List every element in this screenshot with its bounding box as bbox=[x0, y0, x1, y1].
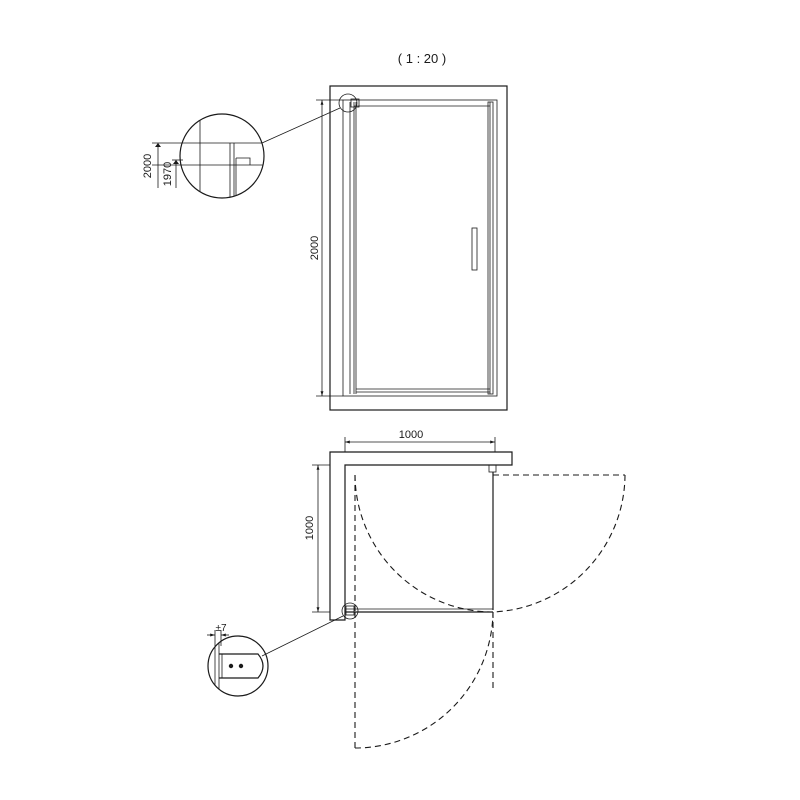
plan-view: 1000 1000 bbox=[261, 429, 626, 749]
hinge-detail: ±7 bbox=[207, 623, 269, 697]
elevation-outer-frame bbox=[329, 85, 508, 411]
top-detail: 2000 1970 bbox=[142, 113, 265, 199]
elevation-inner-frame bbox=[342, 99, 498, 397]
height-dimension-label: 2000 bbox=[309, 236, 321, 260]
hinge-screw-2 bbox=[238, 663, 244, 669]
detail-callout-circle bbox=[338, 93, 358, 113]
scale-label: ( 1 : 20 ) bbox=[398, 51, 446, 66]
depth-dimension-label: 1000 bbox=[304, 516, 316, 540]
front-elevation: 2000 bbox=[261, 85, 508, 411]
wall-profile-top bbox=[488, 464, 497, 473]
inner-height-label: 1970 bbox=[162, 162, 174, 186]
hinge-plan-marker bbox=[345, 605, 355, 616]
hinge-callout-circle bbox=[341, 602, 359, 620]
hinge-screw-1 bbox=[228, 663, 234, 669]
plan-walls bbox=[329, 451, 513, 621]
door-swing-arc-outer bbox=[354, 611, 494, 749]
top-detail-circle bbox=[179, 113, 265, 199]
hinge-leader bbox=[261, 615, 344, 657]
width-dimension-label: 1000 bbox=[399, 429, 423, 441]
outer-height-label: 2000 bbox=[142, 154, 154, 178]
hinge-body bbox=[219, 653, 264, 679]
hinge-detail-circle bbox=[207, 635, 269, 697]
hinge-marker bbox=[350, 98, 360, 108]
door-swing-arc-inner bbox=[354, 474, 494, 613]
detail-leader bbox=[261, 107, 341, 144]
door-swing-arc-right bbox=[492, 474, 626, 613]
door-profile bbox=[487, 101, 494, 395]
tolerance-label: ±7 bbox=[215, 623, 226, 634]
door-handle bbox=[471, 227, 478, 271]
